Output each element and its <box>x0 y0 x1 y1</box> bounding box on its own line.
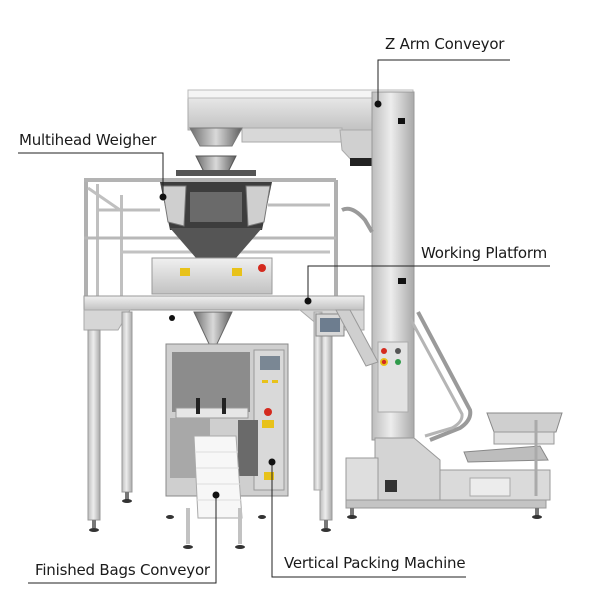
multihead-weigher <box>151 155 273 347</box>
leader-vertical-packing-machine <box>271 462 466 578</box>
working-platform <box>83 178 379 532</box>
leader-finished-bags-conveyor <box>28 495 217 584</box>
z-arm-conveyor <box>187 89 563 519</box>
label-vertical-packing-machine: Vertical Packing Machine <box>284 554 466 572</box>
leader-multihead-weigher <box>18 152 164 197</box>
leader-dots <box>159 100 382 499</box>
label-multihead-weigher: Multihead Weigher <box>19 131 157 149</box>
leader-z-arm-conveyor <box>377 59 510 104</box>
label-z-arm-conveyor: Z Arm Conveyor <box>385 35 505 53</box>
label-finished-bags-conveyor: Finished Bags Conveyor <box>35 561 210 579</box>
leader-working-platform <box>307 265 550 301</box>
leader-lines <box>18 59 550 584</box>
finished-bags-conveyor <box>166 435 266 549</box>
label-working-platform: Working Platform <box>421 244 548 262</box>
